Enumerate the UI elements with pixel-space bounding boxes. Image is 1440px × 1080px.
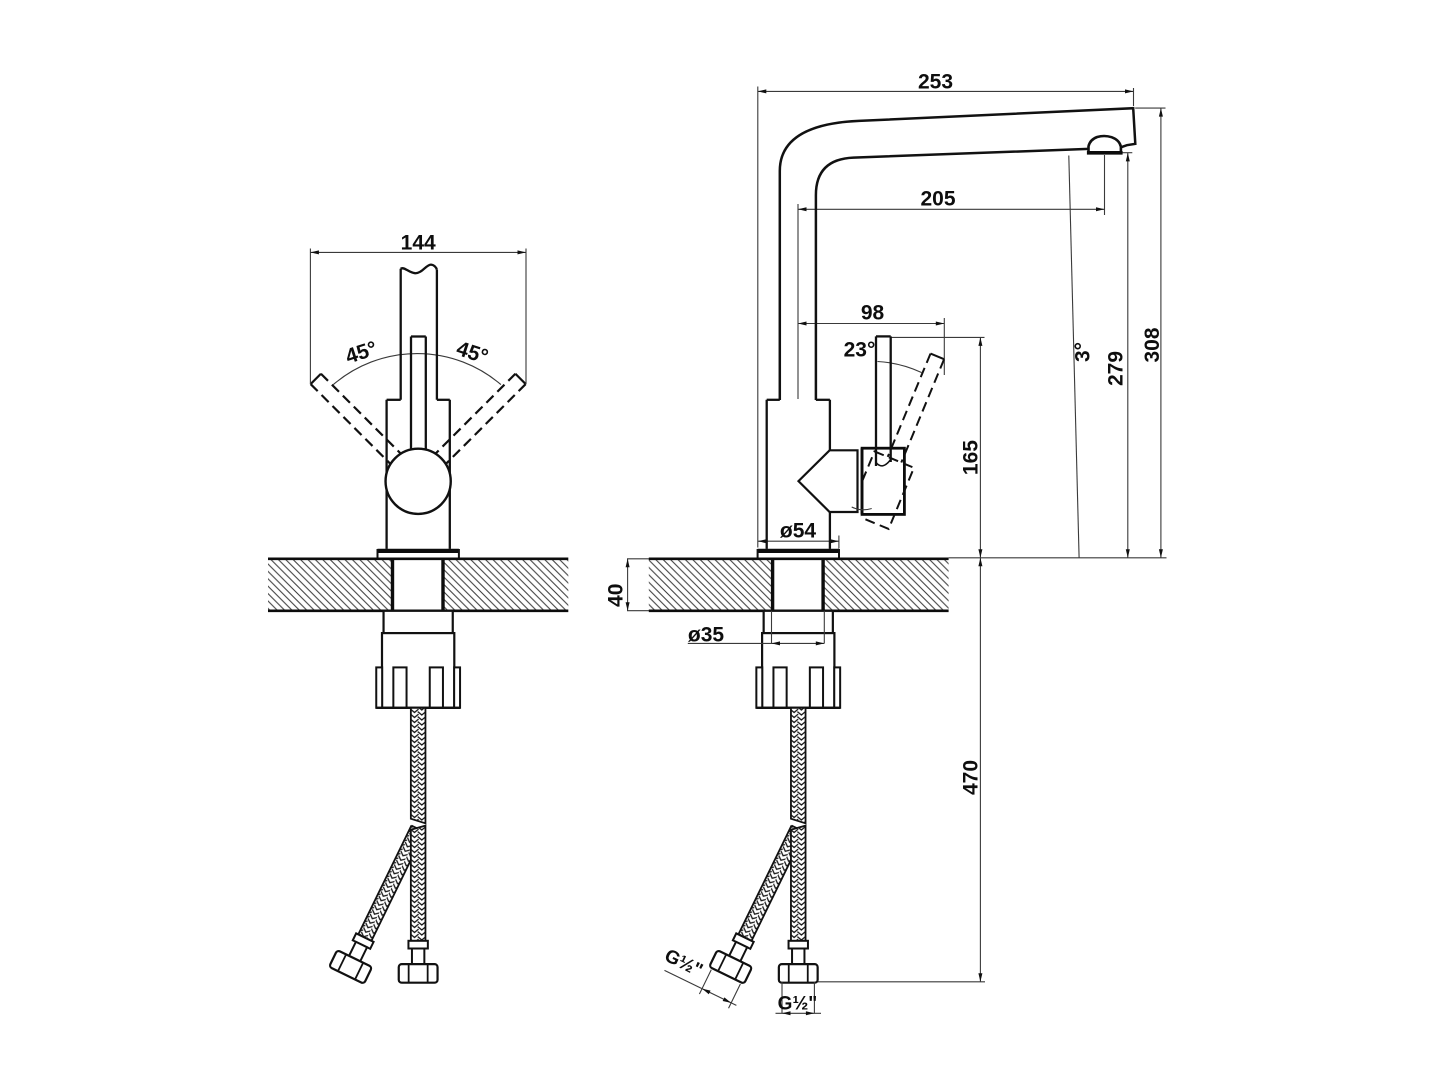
- svg-text:40: 40: [604, 584, 627, 607]
- svg-text:ø54: ø54: [780, 520, 817, 543]
- svg-text:253: 253: [918, 70, 953, 93]
- svg-text:470: 470: [960, 760, 983, 795]
- svg-text:98: 98: [861, 302, 885, 325]
- svg-text:205: 205: [920, 188, 955, 211]
- svg-text:308: 308: [1141, 327, 1164, 362]
- svg-text:ø35: ø35: [688, 624, 725, 647]
- svg-text:23°: 23°: [844, 339, 876, 362]
- svg-text:G½": G½": [778, 993, 818, 1014]
- svg-text:165: 165: [960, 440, 983, 475]
- svg-text:3°: 3°: [1072, 342, 1095, 362]
- svg-text:144: 144: [401, 231, 436, 254]
- svg-text:279: 279: [1105, 351, 1128, 386]
